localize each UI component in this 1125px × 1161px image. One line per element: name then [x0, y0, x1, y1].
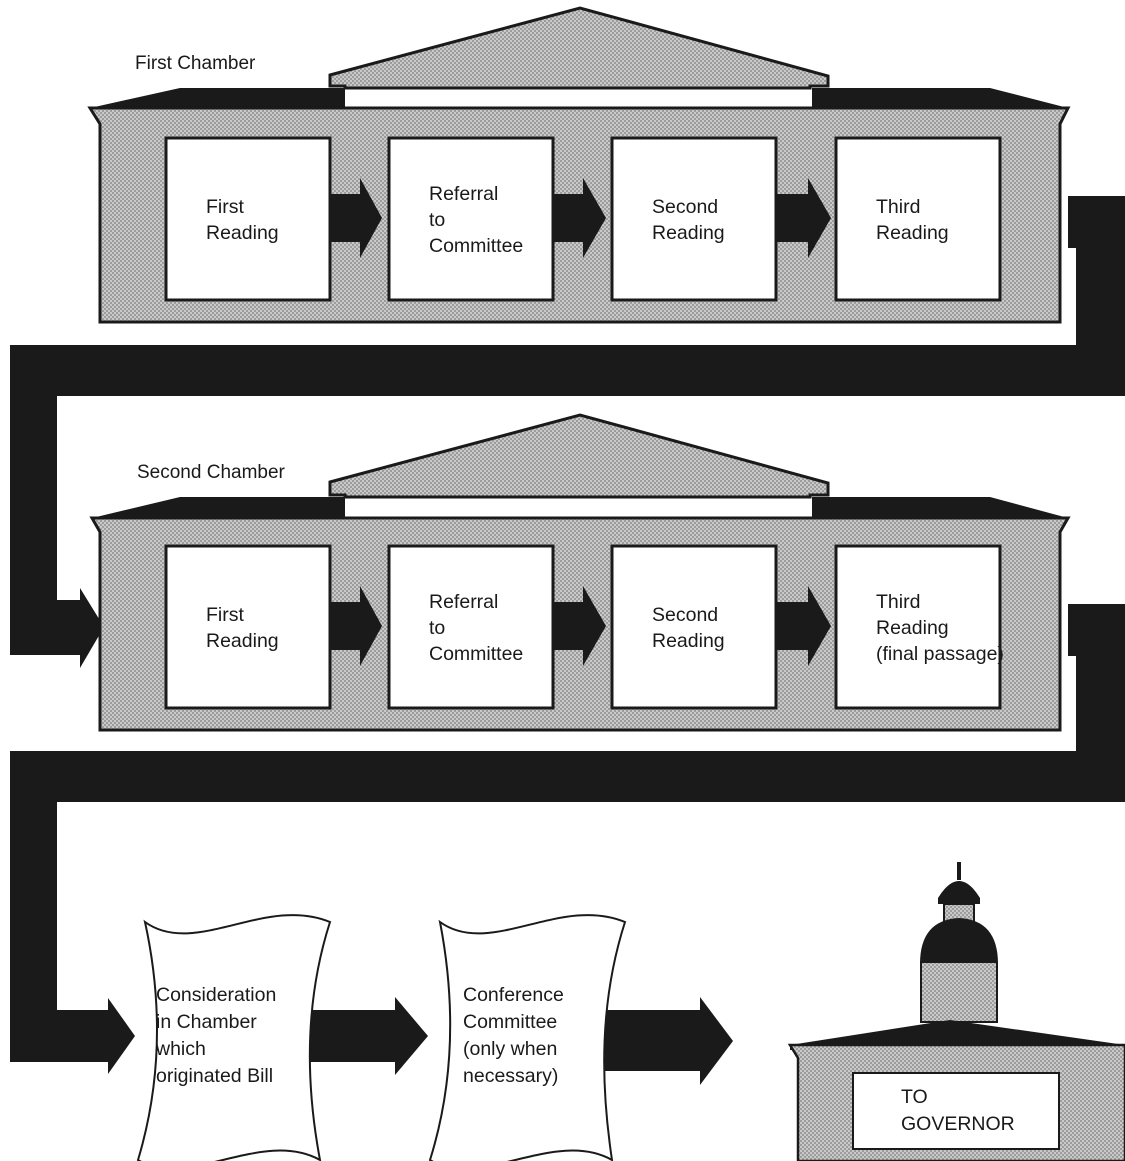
- first-chamber-step-text-line: Reading: [652, 222, 725, 244]
- second-chamber-label: Second Chamber: [137, 462, 286, 483]
- first-chamber-step-box: [610, 136, 778, 302]
- second-chamber-step-box: [834, 544, 1002, 710]
- first-chamber-step-box: [834, 136, 1002, 302]
- second-chamber-step-text-line: Reading: [652, 630, 725, 652]
- first-chamber-step-text-line: Committee: [429, 235, 523, 257]
- second-chamber-step-box: [387, 544, 555, 710]
- conference-scroll: [428, 914, 627, 1161]
- capitol-dome: [920, 918, 998, 964]
- second-chamber-step-text-line: Committee: [429, 643, 523, 665]
- first-chamber-step-box: [387, 136, 555, 302]
- second-chamber-step-text-line: First: [206, 604, 244, 626]
- capitol-building: TO GOVERNOR: [787, 862, 1125, 1161]
- second-chamber-step-text-line: to: [429, 617, 445, 639]
- governor-text-line: GOVERNOR: [901, 1113, 1015, 1135]
- final-steps: Consideration in Chamber which originated B…: [136, 914, 733, 1161]
- second-chamber-step-text-line: Reading: [206, 630, 279, 652]
- first-chamber-right-eave: [812, 88, 1068, 110]
- governor-text-line: TO: [901, 1086, 928, 1108]
- conference-text-line: necessary): [463, 1065, 558, 1087]
- second-chamber-step-text-line: Referral: [429, 591, 498, 613]
- consideration-text-line: Consideration: [156, 984, 276, 1006]
- second-chamber-step-text-line: Second: [652, 604, 718, 626]
- second-chamber-right-eave: [812, 497, 1068, 520]
- capitol-cupola-base: [938, 898, 980, 904]
- second-chamber-arrows: [330, 586, 831, 666]
- capitol-drum: [920, 961, 998, 1023]
- second-chamber-step-box: [610, 544, 778, 710]
- first-chamber-step-text-line: Reading: [876, 222, 949, 244]
- second-chamber-step-text-line: Third: [876, 591, 920, 613]
- capitol-finial: [957, 862, 961, 880]
- first-chamber-step-box: [164, 136, 332, 302]
- arrow-conference-to-governor: [600, 997, 733, 1085]
- first-chamber-label: First Chamber: [135, 53, 256, 74]
- conference-text-line: Committee: [463, 1011, 557, 1033]
- second-chamber-step-box: [164, 544, 332, 710]
- first-chamber-arrows: [330, 178, 831, 258]
- first-chamber-step-text-line: Second: [652, 196, 718, 218]
- flow-path: [10, 196, 1125, 1062]
- second-chamber-step-text-line: Reading: [876, 617, 949, 639]
- consideration-text-line: originated Bill: [156, 1065, 273, 1087]
- governor-text: TO GOVERNOR: [901, 1086, 1015, 1135]
- conference-text-line: Conference: [463, 984, 564, 1006]
- capitol-cupola-top: [938, 881, 980, 898]
- first-chamber-left-eave: [90, 88, 345, 110]
- conference-text-line: (only when: [463, 1038, 557, 1060]
- first-chamber-step-text-line: Reading: [206, 222, 279, 244]
- consideration-scroll: [136, 914, 332, 1161]
- consideration-text-line: which: [155, 1038, 206, 1060]
- consideration-text-line: in Chamber: [156, 1011, 257, 1033]
- first-chamber-step-text-line: Referral: [429, 183, 498, 205]
- first-chamber-step-text-line: First: [206, 196, 244, 218]
- first-chamber-step-text-line: to: [429, 209, 445, 231]
- final-steps-text: Consideration in Chamber which originated B…: [155, 984, 564, 1087]
- second-chamber-left-eave: [92, 497, 345, 520]
- second-chamber-roof: [328, 413, 830, 499]
- arrow-into-second-chamber: [80, 588, 104, 668]
- capitol-roof: [790, 1020, 1125, 1050]
- first-chamber-step-text-line: Third: [876, 196, 920, 218]
- second-chamber-step-text-line: (final passage): [876, 643, 1004, 665]
- arrow-consideration-to-conference: [305, 997, 428, 1075]
- arrow-into-consideration: [108, 998, 135, 1074]
- first-chamber-roof: [328, 6, 830, 90]
- governor-box: [852, 1072, 1060, 1150]
